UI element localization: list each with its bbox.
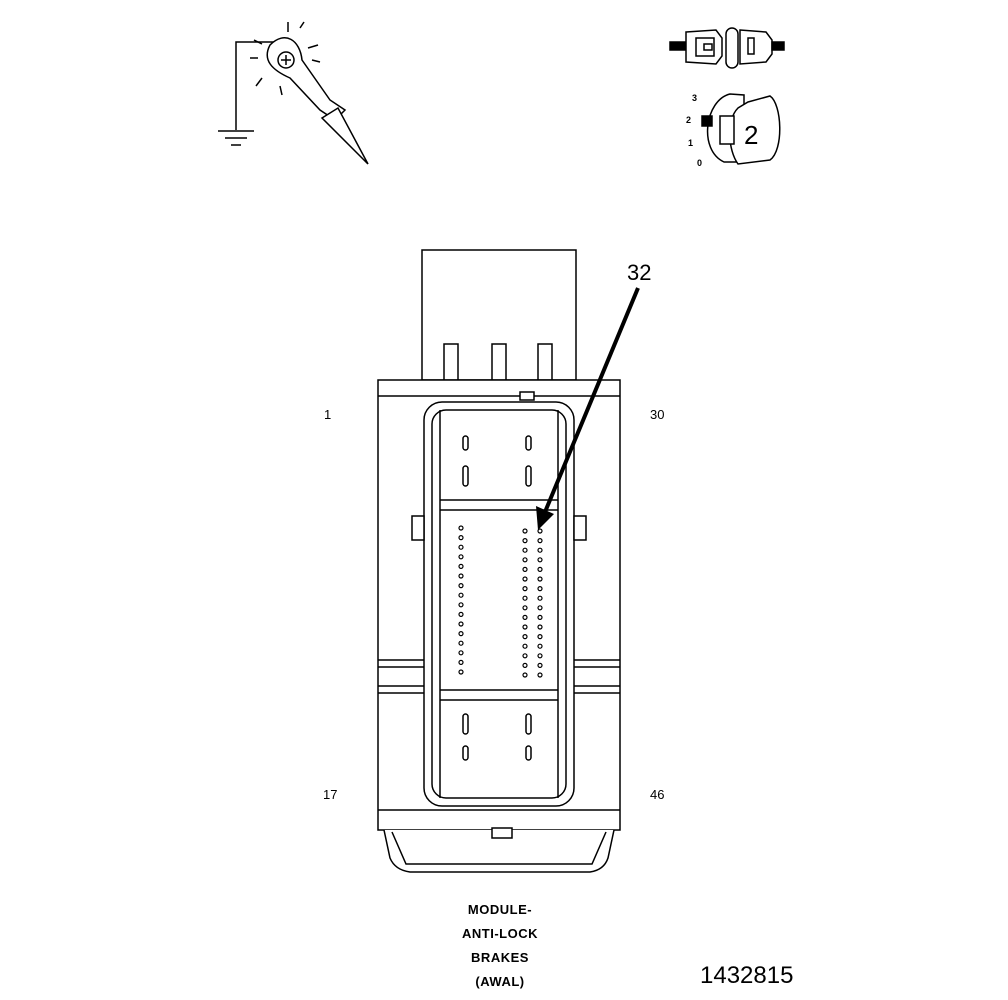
signal-pin — [537, 576, 543, 582]
signal-pin — [522, 595, 528, 601]
signal-pin — [458, 611, 464, 618]
signal-pin — [537, 585, 543, 592]
power-pins-bottom — [462, 713, 532, 761]
caption-line-3: BRAKES — [471, 950, 529, 965]
signal-pin — [537, 662, 543, 669]
pin-label-top-left: 1 — [324, 407, 332, 422]
signal-pin — [522, 576, 528, 582]
signal-pin — [458, 573, 464, 579]
signal-pin — [522, 653, 528, 659]
signal-pin — [458, 602, 464, 608]
signal-pin — [537, 557, 543, 563]
signal-pin — [537, 653, 543, 659]
ignition-key-icon — [701, 93, 781, 165]
key-position-3: 3 — [692, 93, 698, 103]
signal-pin — [522, 643, 528, 649]
signal-pin — [522, 547, 528, 553]
signal-pin — [458, 630, 464, 637]
signal-pin — [537, 528, 543, 534]
signal-pin — [458, 563, 464, 570]
signal-pin — [522, 662, 528, 669]
signal-pin — [458, 621, 464, 627]
signal-pin — [458, 669, 464, 675]
figure-id: 1432815 — [700, 962, 794, 989]
signal-pin — [522, 557, 528, 563]
signal-pin — [458, 544, 464, 550]
caption-line-4: (AWAL) — [475, 974, 525, 989]
signal-pin — [522, 633, 528, 640]
key-position-2: 2 — [686, 115, 692, 125]
caption-line-1: MODULE- — [467, 902, 533, 917]
signal-pin — [458, 554, 464, 560]
signal-pin — [458, 640, 464, 646]
power-pins-top — [462, 435, 532, 487]
callout-arrow — [536, 287, 640, 530]
signal-pin — [522, 566, 528, 573]
key-position-0: 0 — [697, 158, 703, 168]
signal-pin — [537, 605, 543, 611]
signal-pin — [537, 633, 543, 640]
pin-label-top-right: 30 — [650, 407, 665, 422]
signal-pin — [458, 582, 464, 589]
disconnected-connector-icon — [669, 27, 785, 69]
signal-pin — [458, 659, 464, 666]
signal-pin-grid — [458, 525, 543, 678]
signal-pin — [537, 595, 543, 601]
signal-pin — [522, 528, 528, 534]
caption-line-2: ANTI-LOCK — [462, 926, 538, 941]
test-light-probe-icon — [218, 21, 369, 165]
key-selected-position: 2 — [744, 120, 759, 150]
connector-body — [377, 249, 621, 873]
signal-pin — [537, 643, 543, 649]
signal-pin — [522, 672, 528, 678]
signal-pin — [537, 566, 543, 573]
signal-pin — [537, 537, 543, 544]
signal-pin — [522, 585, 528, 592]
pin-label-bottom-left: 17 — [323, 787, 338, 802]
signal-pin — [522, 614, 528, 621]
signal-pin — [537, 547, 543, 553]
signal-pin — [458, 525, 464, 531]
signal-pin — [522, 605, 528, 611]
signal-pin — [537, 614, 543, 621]
signal-pin — [458, 650, 464, 656]
pin-label-bottom-right: 46 — [650, 787, 665, 802]
signal-pin — [458, 592, 464, 598]
signal-pin — [522, 537, 528, 544]
signal-pin — [537, 672, 543, 678]
callout-pin-number: 32 — [627, 260, 652, 285]
signal-pin — [458, 534, 464, 541]
key-position-1: 1 — [688, 138, 694, 148]
signal-pin — [537, 624, 543, 630]
signal-pin — [522, 624, 528, 630]
component-caption: MODULE- ANTI-LOCK BRAKES (AWAL) — [400, 898, 600, 994]
